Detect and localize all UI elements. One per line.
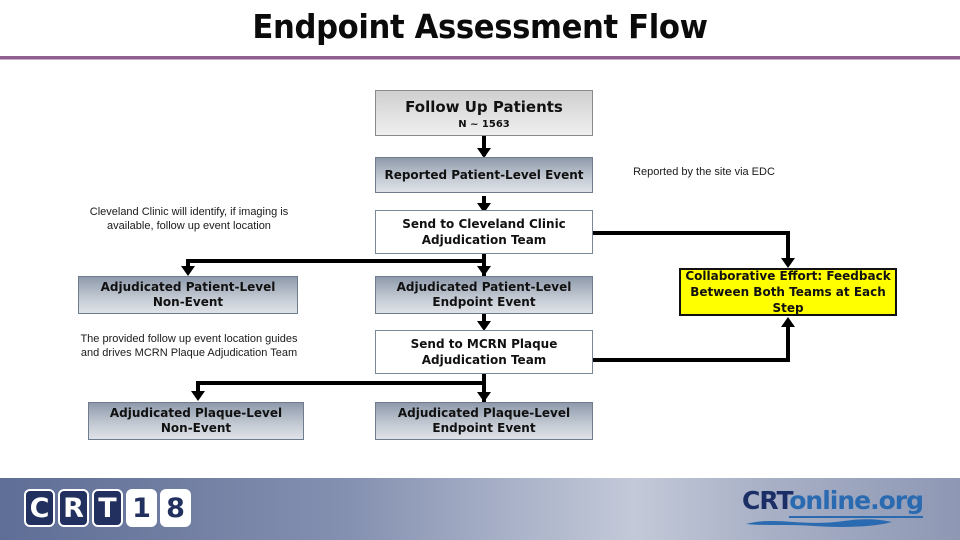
box-send-to-mcrn-plaque[interactable]: Send to MCRN Plaque Adjudication Team [375,330,593,374]
page-title: Endpoint Assessment Flow [252,7,708,46]
connector-cleveland-branch-right [592,231,790,235]
crt18-tile-8: 8 [160,489,191,527]
box-send-to-cleveland-clinic[interactable]: Send to Cleveland Clinic Adjudication Te… [375,210,593,254]
connector-cleveland-branch-left-down [186,259,190,271]
box-adjudicated-plaque-level-non-event-label: Adjudicated Plaque-Level Non-Event [109,406,283,435]
connector-mcrn-branch-left-down [196,381,200,396]
title-divider [0,56,960,59]
crt18-tile-1: 1 [126,489,157,527]
connector-mcrn-to-plaque-endpoint [482,374,486,402]
crtonline-primary-text: CRT [742,486,790,515]
note-cleveland-identify: Cleveland Clinic will identify, if imagi… [89,206,289,232]
arrowhead-cleveland-to-collaborative [781,258,795,268]
arrowhead-mcrn-to-plaque-endpoint [477,392,491,402]
crt18-tile-r: R [58,489,89,527]
connector-mcrn-branch-left [198,381,484,385]
box-adjudicated-plaque-level-non-event[interactable]: Adjudicated Plaque-Level Non-Event [88,402,304,440]
crt18-logo: C R T 1 8 [24,489,191,527]
connector-mcrn-branch-right [592,358,790,362]
arrowhead-reported-to-cleveland [477,203,491,213]
arrowhead-cleveland-to-patient-endpoint [477,266,491,276]
arrowhead-mcrn-branch-left [191,391,205,401]
box-reported-patient-level-event[interactable]: Reported Patient-Level Event [375,157,593,193]
connector-cleveland-branch-left [188,259,484,263]
connector-followup-to-reported [482,136,486,156]
title-bar: Endpoint Assessment Flow [0,0,960,58]
arrowhead-patient-endpoint-to-mcrn [477,321,491,331]
note-reported-by-site: Reported by the site via EDC [633,166,775,178]
box-adjudicated-patient-level-non-event-label: Adjudicated Patient-Level Non-Event [100,280,276,309]
connector-cleveland-to-patient-endpoint [482,254,486,276]
arrowhead-followup-to-reported [477,148,491,158]
crt18-tile-t: T [92,489,123,527]
box-adjudicated-patient-level-endpoint-event-label: Adjudicated Patient-Level Endpoint Event [396,280,572,309]
box-send-to-cleveland-clinic-label: Send to Cleveland Clinic Adjudication Te… [402,217,566,247]
title-divider-highlight [0,59,960,60]
connector-cleveland-branch-right-down [786,231,790,264]
swoosh-icon [746,519,892,527]
crtonline-secondary-text: online.org [789,486,924,518]
box-adjudicated-plaque-level-endpoint-event[interactable]: Adjudicated Plaque-Level Endpoint Event [375,402,593,440]
crtonline-logo: CRTonline.org [742,486,938,530]
box-collaborative-effort[interactable]: Collaborative Effort: Feedback Between B… [679,268,897,316]
box-adjudicated-patient-level-non-event[interactable]: Adjudicated Patient-Level Non-Event [78,276,298,314]
connector-mcrn-branch-right-up [786,326,790,360]
crt18-tile-c: C [24,489,55,527]
box-adjudicated-patient-level-endpoint-event[interactable]: Adjudicated Patient-Level Endpoint Event [375,276,593,314]
arrowhead-cleveland-branch-left [181,266,195,276]
box-follow-up-patients-sub: N ~ 1563 [458,118,510,130]
box-send-to-mcrn-plaque-label: Send to MCRN Plaque Adjudication Team [410,337,558,367]
box-adjudicated-plaque-level-endpoint-event-label: Adjudicated Plaque-Level Endpoint Event [397,406,571,435]
arrowhead-mcrn-to-collaborative [781,317,795,327]
box-collaborative-effort-label: Collaborative Effort: Feedback Between B… [685,269,891,315]
note-mcrn-guides: The provided follow up event location gu… [80,333,298,359]
box-follow-up-patients-label: Follow Up Patients [405,97,563,116]
box-reported-patient-level-event-label: Reported Patient-Level Event [384,168,584,182]
box-follow-up-patients[interactable]: Follow Up Patients N ~ 1563 [375,90,593,136]
